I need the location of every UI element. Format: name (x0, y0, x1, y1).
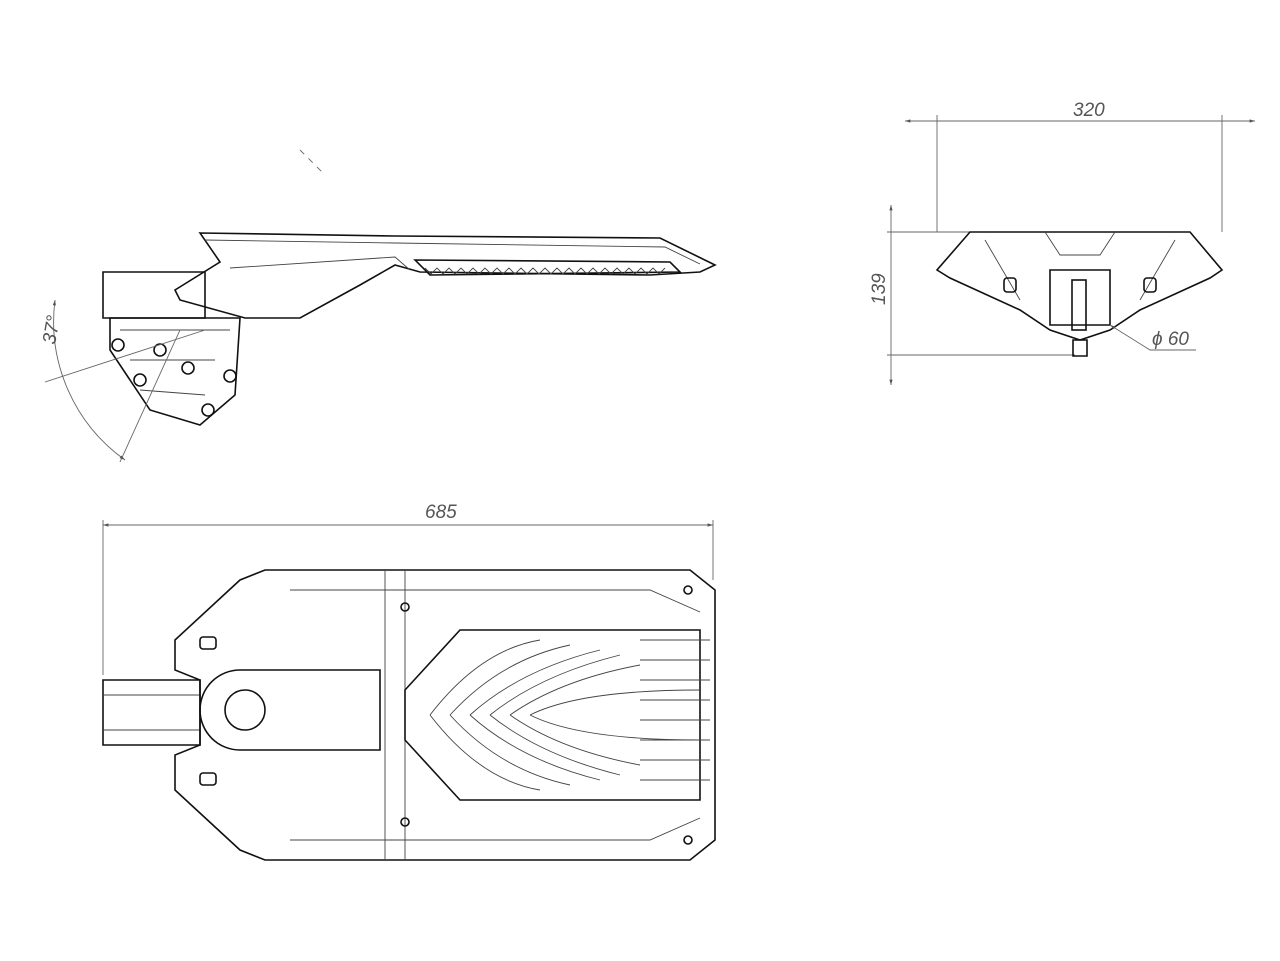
side-mount-pipe (102, 271, 206, 319)
front-view: 320 139 ϕ 60 (869, 100, 1255, 385)
top-housing-outline (174, 569, 716, 861)
front-mount-clamp (1071, 279, 1087, 331)
latch (1003, 277, 1017, 293)
top-mount-arm (199, 669, 381, 751)
bolt (153, 343, 167, 357)
side-bracket-edges (120, 329, 230, 396)
top-view: 685 (102, 502, 716, 861)
heatsink-curved-fins (429, 639, 701, 791)
width-extension-lines (936, 115, 1223, 232)
diameter-label: ϕ 60 (1152, 329, 1189, 350)
bolt (133, 373, 147, 387)
front-mount-box (1049, 269, 1111, 326)
side-housing-edge (204, 239, 701, 265)
side-mount-bracket (109, 317, 241, 426)
bolt (181, 361, 195, 375)
length-label: 685 (425, 502, 457, 523)
angle-extension-line (119, 329, 181, 463)
latch (1143, 277, 1157, 293)
screw (683, 585, 693, 595)
top-housing-seam (384, 570, 406, 860)
height-extension-lines (887, 231, 1075, 356)
height-label: 139 (869, 273, 890, 305)
width-label: 320 (1073, 100, 1105, 121)
front-housing-outline (935, 231, 1224, 341)
top-mount-hole (224, 689, 266, 731)
length-extension-lines (102, 520, 714, 675)
side-fins (424, 267, 666, 275)
screw (400, 602, 410, 612)
side-heatsink (413, 259, 682, 276)
side-housing-edge (229, 256, 411, 271)
diameter-leader-line (1109, 324, 1196, 351)
center-line (299, 149, 326, 176)
angle-extension-line (44, 329, 206, 383)
bolt (201, 403, 215, 417)
heatsink-outline (404, 629, 701, 801)
latch (199, 636, 217, 650)
top-housing-edges (290, 589, 701, 841)
tilt-angle-label: 37° (39, 314, 65, 346)
latch (199, 772, 217, 786)
bolt (223, 369, 237, 383)
top-mount-pipe-edges (103, 694, 200, 731)
front-mount-stub (1072, 339, 1088, 357)
side-housing-outline (173, 232, 717, 319)
screw (683, 835, 693, 845)
screw (400, 817, 410, 827)
side-view: 37° (39, 149, 717, 463)
front-housing-edges (984, 231, 1176, 301)
bolt (111, 338, 125, 352)
top-mount-pipe (102, 679, 201, 746)
heatsink-straight-fins (640, 639, 710, 781)
tilt-angle-arc (52, 299, 126, 461)
